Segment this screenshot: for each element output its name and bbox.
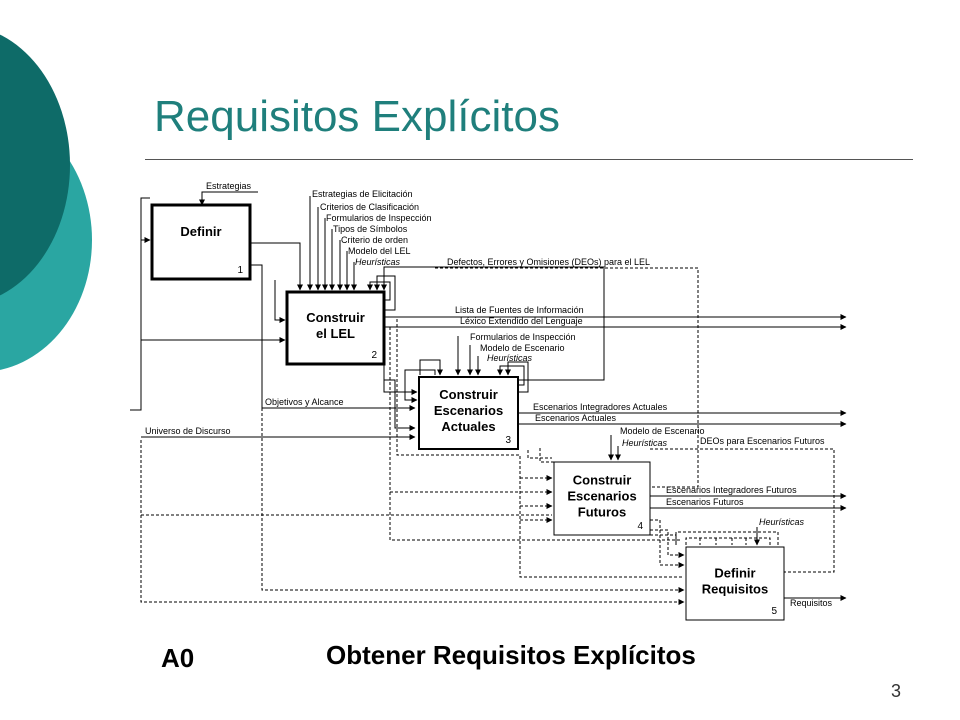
activity-box-label: Requisitos <box>702 582 768 597</box>
label-heuristicas-3: Heurísticas <box>622 438 668 448</box>
label-deos-futuros: DEOs para Escenarios Futuros <box>700 436 825 446</box>
dashed-futuros-to-box5-b <box>650 529 685 558</box>
definir-out-to-lel <box>250 242 303 291</box>
activity-box-label: Definir <box>180 224 221 239</box>
out-lel-to-escenarios <box>383 355 418 395</box>
activity-box-frame <box>553 461 651 536</box>
label-estrategias-elicitacion: Estrategias de Elicitación <box>312 189 413 199</box>
dashed-deos-futuros-out <box>650 448 835 573</box>
dashed-left-spine-b <box>261 408 685 593</box>
feedback-loop-act-c <box>419 359 443 376</box>
deos-lel-loop <box>404 369 436 403</box>
decorative-circles <box>0 34 92 370</box>
label-modelo-escenario: Modelo de Escenario <box>480 343 565 353</box>
activity-box-number: 5 <box>771 606 777 617</box>
label-escenarios-actuales: Escenarios Actuales <box>535 413 617 423</box>
label-lista-fuentes: Lista de Fuentes de Información <box>455 305 584 315</box>
dashed-lel-down-b <box>389 327 682 541</box>
activity-box-label: Actuales <box>441 419 495 434</box>
label-modelo-lel: Modelo del LEL <box>348 246 411 256</box>
activity-box-label: Construir <box>573 473 632 488</box>
dark-teal-circle <box>0 34 70 296</box>
slide-title: Requisitos Explícitos <box>154 92 560 141</box>
feedback-loop-act-a <box>497 365 525 386</box>
dashed-lel-down-a <box>384 316 682 578</box>
activity-box-label: Futuros <box>578 505 626 520</box>
activity-box-frame <box>685 546 785 621</box>
label-estrategias: Estrategias <box>206 181 252 191</box>
page-number: 3 <box>891 681 902 701</box>
activity-box-label: Definir <box>714 566 755 581</box>
label-esc-integ-actuales: Escenarios Integradores Actuales <box>533 402 668 412</box>
label-universo-discurso: Universo de Discurso <box>145 426 231 436</box>
diagram-code: A0 <box>161 643 195 673</box>
label-criterio-orden: Criterio de orden <box>341 235 408 245</box>
activity-box-label: el LEL <box>316 326 355 341</box>
label-tipos-simbolos: Tipos de Símbolos <box>333 224 408 234</box>
title-divider <box>145 159 913 160</box>
lel-to-box3-input <box>384 379 416 431</box>
activity-box-number: 1 <box>237 265 243 276</box>
activity-box-number: 3 <box>505 435 511 446</box>
feedback-loop-lel-b <box>374 275 396 311</box>
label-heuristicas-2: Heurísticas <box>487 353 533 363</box>
label-formularios-inspeccion: Formularios de Inspección <box>326 213 432 223</box>
label-heuristicas-4: Heurísticas <box>759 517 805 527</box>
dashed-left-spine <box>140 440 685 605</box>
diagram-caption: Obtener Requisitos Explícitos <box>326 640 696 670</box>
label-heuristicas: Heurísticas <box>355 257 401 267</box>
dashed-box4-loop <box>650 534 677 545</box>
feedback-loop-act-b <box>505 361 529 393</box>
dashed-deos-futuros-loop <box>539 448 575 463</box>
label-objetivos-alcance: Objetivos y Alcance <box>265 397 344 407</box>
activity-box-label: Construir <box>306 310 365 325</box>
label-modelo-escenario-2: Modelo de Escenario <box>620 426 705 436</box>
label-deos-lel: Defectos, Errores y Omisiones (DEOs) par… <box>447 257 650 267</box>
definir-box: Definir 1 <box>150 203 252 281</box>
label-criterios-clasificacion: Criterios de Clasificación <box>320 202 419 212</box>
dashed-deos-lel <box>435 267 699 488</box>
dashed-deos-futuros <box>527 450 552 459</box>
definir-out-down <box>250 264 416 411</box>
lel-input-left <box>274 280 286 323</box>
activity-box-label: Construir <box>439 387 498 402</box>
label-requisitos: Requisitos <box>790 598 833 608</box>
activity-box-label: Escenarios <box>567 489 636 504</box>
main-input-spine <box>130 197 150 411</box>
lel-to-actuales-loop <box>381 266 605 381</box>
label-esc-integ-futuros: Escenarios Integradores Futuros <box>666 485 797 495</box>
activity-box-frame <box>418 376 519 450</box>
activity-box-number: 2 <box>371 350 377 361</box>
label-escenarios-futuros: Escenarios Futuros <box>666 497 744 507</box>
feedback-loop-lel-a <box>367 281 391 301</box>
dashed-futuros-to-box5-a <box>650 519 685 568</box>
activity-box-frame <box>150 203 252 281</box>
label-lexico-extendido: Léxico Extendido del Lenguaje <box>460 316 583 326</box>
dashed-box5-loops <box>675 531 779 545</box>
label-formularios-inspeccion-2: Formularios de Inspección <box>470 332 576 342</box>
estrategias-arrow <box>199 191 258 206</box>
activity-box-label: Escenarios <box>434 403 503 418</box>
activity-box-number: 4 <box>637 521 643 532</box>
activity-box-frame <box>285 290 386 366</box>
